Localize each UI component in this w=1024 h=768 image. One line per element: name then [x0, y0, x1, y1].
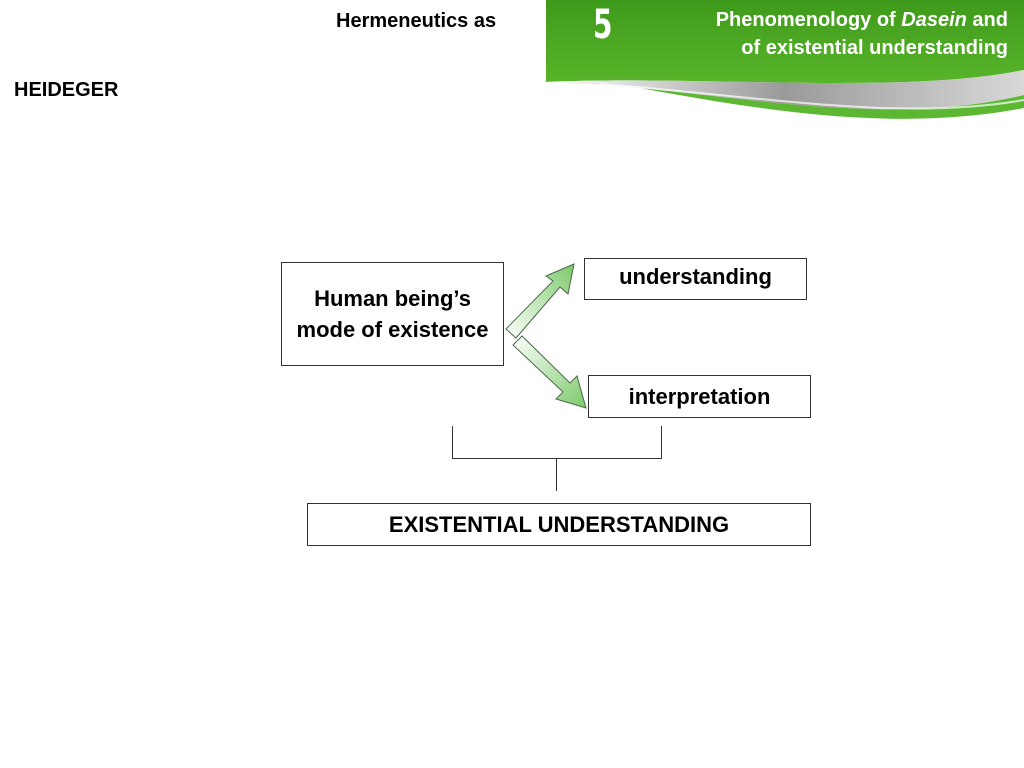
existential-understanding-box: EXISTENTIAL UNDERSTANDING: [307, 503, 811, 546]
chapter-title-line2: of existential understanding: [741, 37, 1008, 59]
chapter-number: 5: [593, 2, 613, 48]
chapter-title-line1: Phenomenology of Dasein and: [716, 6, 1008, 34]
human-existence-box: Human being’s mode of existence: [281, 262, 504, 366]
chapter-title-pre: Phenomenology of: [715, 9, 902, 31]
chapter-title: Phenomenology of Dasein and of existenti…: [716, 6, 1008, 62]
arrow-to-understanding: [505, 263, 575, 339]
author-heading: HEIDEGER: [14, 79, 119, 101]
interpretation-label: interpretation: [628, 383, 771, 409]
understanding-label: understanding: [619, 264, 772, 289]
interpretation-box: interpretation: [588, 375, 811, 418]
merge-bracket: [452, 426, 662, 491]
understanding-box: understanding: [584, 258, 807, 300]
existential-understanding-label: EXISTENTIAL UNDERSTANDING: [388, 511, 730, 537]
human-existence-label: Human being’s mode of existence: [296, 286, 489, 342]
chapter-title-post: and: [966, 9, 1008, 31]
chapter-title-emphasis: Dasein: [901, 9, 967, 31]
arrow-to-interpretation: [512, 335, 587, 409]
header-title: Hermeneutics as: [336, 10, 497, 32]
